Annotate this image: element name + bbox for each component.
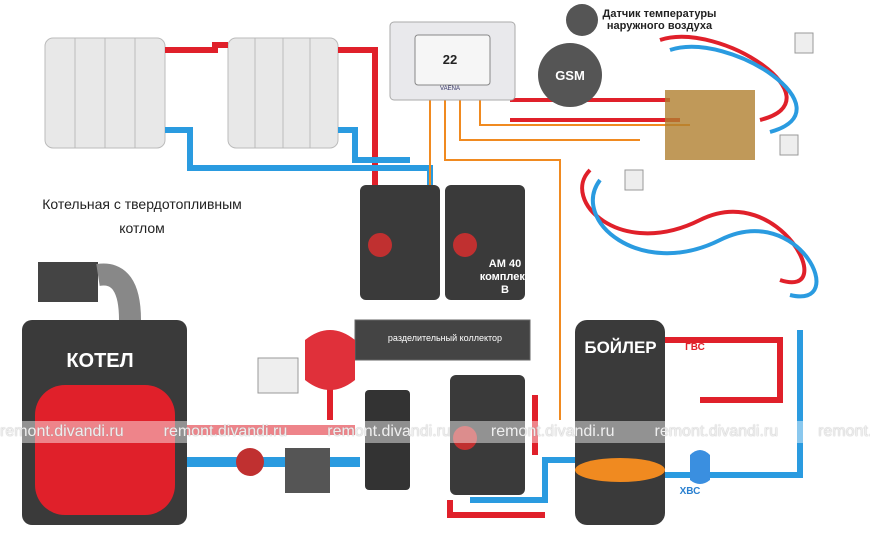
watermark-text: remont.divandi.ru xyxy=(163,423,288,440)
watermark-text: remont.divandi.ru xyxy=(654,423,779,440)
pump-icon xyxy=(453,233,477,257)
chimney xyxy=(38,262,98,302)
tank-label: БОЙЛЕР xyxy=(584,338,657,357)
hot-water-label: ГВС xyxy=(685,342,705,353)
watermark-text: remont.divandi.ru xyxy=(818,423,870,440)
expansion-tank xyxy=(305,330,355,390)
watermark-text: remont.divandi.ru xyxy=(0,423,124,440)
mixing-valve xyxy=(285,448,330,493)
room-sensor xyxy=(794,32,814,54)
radiator-1 xyxy=(44,37,166,149)
outdoor-sensor-label: Датчик температуры наружного воздуха xyxy=(602,8,717,32)
room-sensor xyxy=(624,169,644,191)
radiator-2 xyxy=(227,37,339,149)
thermostat-screen[interactable] xyxy=(414,34,491,86)
collector-label: разделительный коллектор xyxy=(387,333,503,343)
room-sensor xyxy=(779,134,799,156)
pump-icon xyxy=(368,233,392,257)
pump-group-label: АМ 40 комплект В xyxy=(479,258,531,296)
pump-group-1 xyxy=(360,185,440,300)
boiler-label: КОТЕЛ xyxy=(66,350,134,372)
controller-brand: VAENA xyxy=(440,86,460,92)
pump-icon xyxy=(453,426,477,450)
pipes xyxy=(165,34,819,518)
room-thermostat[interactable] xyxy=(257,357,299,394)
boiler-pump-icon xyxy=(236,448,264,476)
gsm-label: GSM xyxy=(555,68,585,83)
watermark-text: remont.divandi.ru xyxy=(490,423,615,440)
watermark-text: remont.divandi.ru xyxy=(327,423,451,440)
pump-group-2 xyxy=(445,185,525,300)
hydraulic-separator xyxy=(365,390,410,490)
pump-group-3 xyxy=(450,375,525,495)
outdoor-sensor-icon xyxy=(566,4,598,36)
cold-water-label: ХВС xyxy=(679,486,701,497)
watermark: remont.divandi.ru remont.divandi.ru remo… xyxy=(0,421,870,443)
floor-heating-manifold xyxy=(665,90,755,160)
expansion-tank-cold xyxy=(690,450,710,484)
diagram-title: Котельная с твердотопливным котлом xyxy=(42,196,242,236)
gsm-module-icon xyxy=(538,43,602,107)
thermostat-temperature: 22 xyxy=(442,52,458,67)
separator-collector xyxy=(354,319,531,361)
